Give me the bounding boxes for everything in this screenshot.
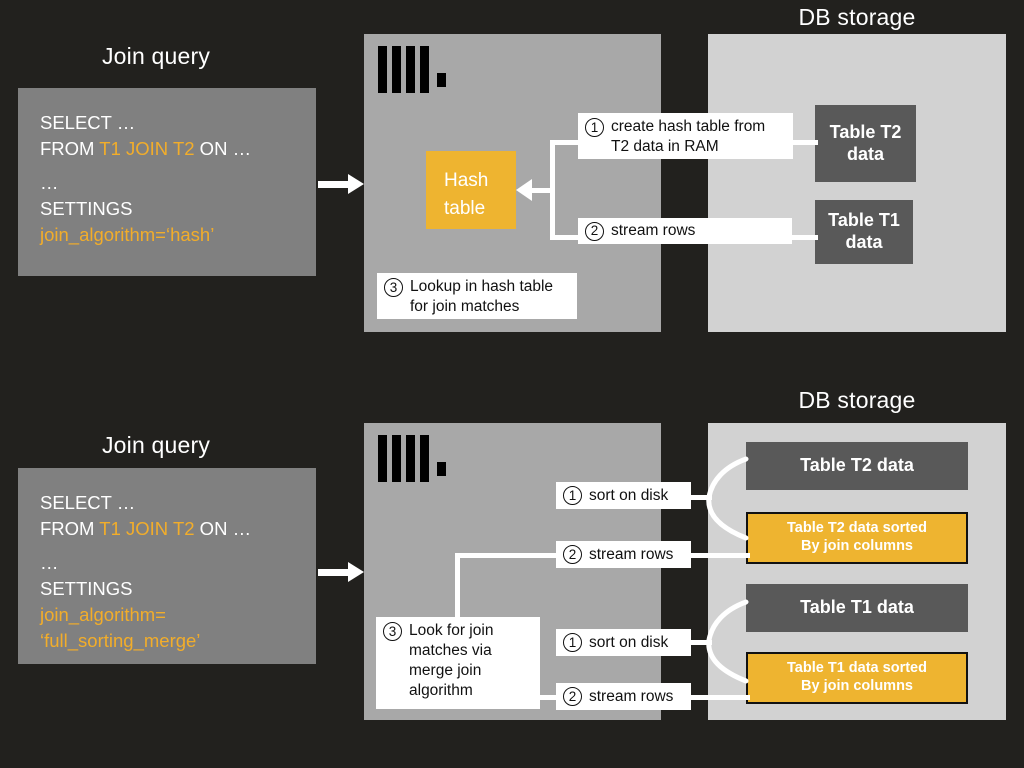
bottom-query-line-1: SELECT … [40, 492, 136, 513]
top-connector-2-right [790, 235, 818, 240]
bottom-callout-stream-t2-text: stream rows [589, 545, 674, 563]
top-join-query-heading: Join query [101, 43, 211, 69]
bottom-flow-arrow [318, 562, 364, 583]
bottom-callout-stream-t2-number: 2 [563, 545, 582, 564]
top-query-line-3: … [40, 172, 59, 193]
bottom-query-on-clause: ON … [194, 518, 252, 539]
top-query-line-4: SETTINGS [40, 198, 133, 219]
top-table-t1-label: Table T1 data [828, 210, 900, 252]
top-table-t2-box: Table T2 data [815, 105, 916, 182]
top-flow-arrow [318, 174, 364, 195]
bottom-callout-sort-t1-text: sort on disk [589, 633, 669, 651]
top-callout-3-text: Lookup in hash table for join matches [410, 278, 554, 315]
bottom-callout-stream-t1-number: 2 [563, 687, 582, 706]
top-callout-2-text: stream rows [611, 222, 696, 239]
top-hash-feed-arrowhead [516, 179, 532, 201]
top-table-t1-box: Table T1 data [815, 200, 913, 264]
bottom-table-t2-box: Table T2 data [746, 442, 968, 490]
top-storage-panel [708, 34, 1006, 332]
top-callout-3-number: 3 [384, 278, 403, 297]
bottom-callout-stream-t1: 2 stream rows [556, 683, 691, 710]
top-callout-1: 1 create hash table from T2 data in RAM [578, 113, 793, 159]
bottom-query-join-clause: T1 JOIN T2 [99, 518, 195, 539]
bottom-callout-sort-t2-number: 1 [563, 486, 582, 505]
bottom-table-t2-sorted-label: Table T2 data sorted By join columns [787, 520, 927, 554]
bottom-connector-stream-t1-right [690, 695, 750, 700]
bottom-table-t1-label: Table T1 data [800, 597, 914, 618]
bottom-connector-stream-t1-left [535, 695, 565, 700]
bottom-table-t1-box: Table T1 data [746, 584, 968, 632]
bottom-callout-sort-t2-text: sort on disk [589, 486, 669, 504]
bottom-callout-merge-join-number: 3 [383, 622, 402, 641]
bottom-callout-stream-t2: 2 stream rows [556, 541, 691, 568]
bottom-query-from-keyword: FROM [40, 518, 100, 539]
top-query-line-2: FROM T1 JOIN T2 ON … [40, 136, 316, 162]
bottom-connector-stream-t2-vertical [455, 553, 460, 637]
top-callout-2-number: 2 [585, 221, 604, 241]
top-callout-3: 3 Lookup in hash table for join matches [377, 273, 577, 319]
clickhouse-logo-icon [378, 46, 456, 93]
bottom-table-t1-sorted-box: Table T1 data sorted By join columns [746, 652, 968, 704]
bottom-connector-sort-t2 [687, 495, 712, 500]
bottom-join-query-heading: Join query [101, 432, 211, 458]
bottom-callout-merge-join-text: Look for join matches via merge join alg… [409, 622, 494, 699]
top-callout-2: 2 stream rows [578, 218, 792, 244]
bottom-connector-stream-t2-right [690, 553, 750, 558]
bottom-connector-sort-t1 [687, 640, 712, 645]
top-callout-1-text: create hash table from T2 data in RAM [611, 118, 766, 155]
bottom-callout-sort-t1: 1 sort on disk [556, 629, 691, 656]
bottom-query-box: SELECT … FROM T1 JOIN T2 ON … … SETTINGS… [18, 468, 316, 664]
bottom-callout-stream-t1-text: stream rows [589, 687, 674, 705]
hash-table-label-line-1: Hash [444, 170, 489, 191]
top-hash-feed-line [530, 188, 555, 193]
bottom-db-storage-heading: DB storage [798, 387, 916, 413]
bottom-query-line-2: FROM T1 JOIN T2 ON … [40, 516, 316, 542]
bottom-table-t2-sorted-box: Table T2 data sorted By join columns [746, 512, 968, 564]
top-query-join-clause: T1 JOIN T2 [99, 138, 195, 159]
top-callout-1-number: 1 [585, 118, 604, 137]
bottom-callout-sort-t1-number: 1 [563, 633, 582, 652]
bottom-query-line-4: SETTINGS [40, 578, 133, 599]
top-query-line-5: join_algorithm=‘hash’ [40, 224, 215, 245]
clickhouse-logo-icon-2 [378, 435, 456, 482]
hash-table-box: Hash table [426, 151, 516, 229]
bottom-connector-stream-t2-left [455, 553, 560, 558]
bottom-callout-merge-join: 3 Look for join matches via merge join a… [376, 617, 540, 709]
top-query-line-1: SELECT … [40, 112, 136, 133]
top-table-t2-label: Table T2 data [829, 121, 902, 164]
top-connector-2-left [550, 235, 582, 240]
bottom-query-line-5: join_algorithm= [40, 604, 166, 625]
top-connector-1-left [550, 140, 582, 145]
bottom-query-line-3: … [40, 552, 59, 573]
bottom-table-t1-sorted-label: Table T1 data sorted By join columns [787, 660, 927, 694]
top-query-on-clause: ON … [194, 138, 252, 159]
bottom-table-t2-label: Table T2 data [800, 455, 914, 476]
bottom-callout-sort-t2: 1 sort on disk [556, 482, 691, 509]
bottom-query-line-6: ‘full_sorting_merge’ [40, 630, 201, 651]
top-db-storage-heading: DB storage [798, 4, 916, 30]
top-connector-1-right [790, 140, 818, 145]
top-query-box: SELECT … FROM T1 JOIN T2 ON … … SETTINGS… [18, 88, 316, 276]
hash-table-label-line-2: table [444, 198, 486, 219]
top-query-from-keyword: FROM [40, 138, 100, 159]
